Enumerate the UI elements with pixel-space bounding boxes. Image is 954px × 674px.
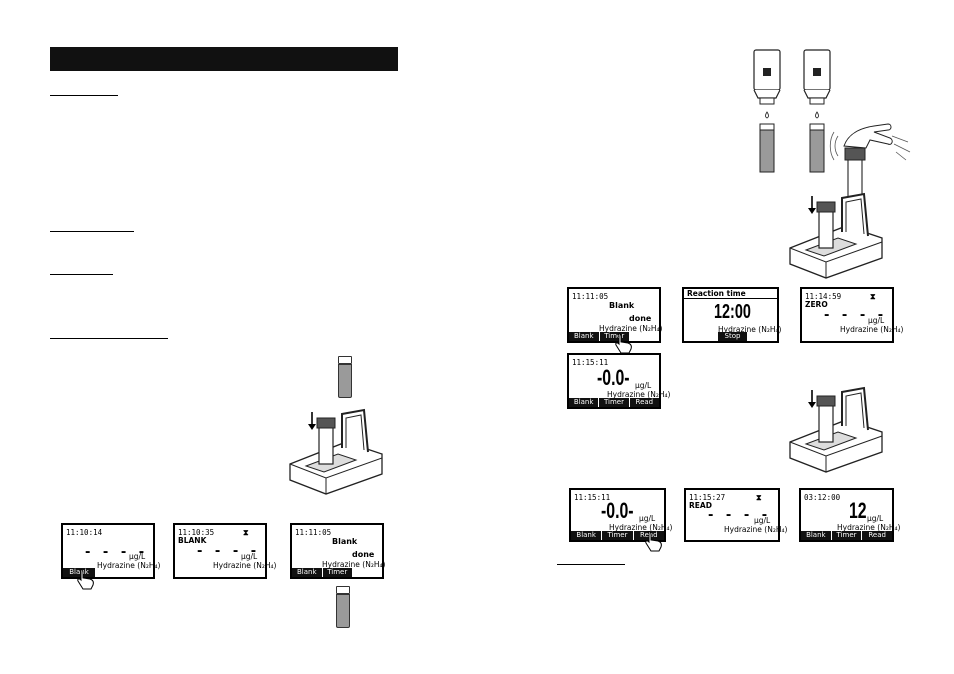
heading-underline-3 — [50, 274, 113, 275]
lcd-status: ZERO — [805, 300, 828, 309]
softkey-blank[interactable]: Blank — [571, 531, 603, 540]
lcd-timer-value: 12:00 — [714, 301, 751, 323]
lcd-softkey-bar: Blank Timer — [569, 332, 629, 341]
lcd-screen-2: 11:10:35 ⧗ BLANK - - - - µg/L Hydrazine … — [173, 523, 276, 579]
lcd-screen-9: 11:15:27 ⧗ READ - - - - µg/L Hydrazine (… — [684, 488, 787, 542]
sample-vial — [336, 586, 350, 628]
lcd-clock: 11:14:59 — [805, 292, 842, 301]
lcd-unit: µg/L — [639, 514, 656, 523]
lcd-reading-dashes: - - - - — [197, 544, 261, 559]
lcd-parameter: Hydrazine (N₂H₄) — [322, 560, 386, 569]
lcd-screen-8: 11:15:11 -0.0- µg/L Hydrazine (N₂H₄) Bla… — [569, 488, 672, 542]
lcd-status: READ — [689, 501, 712, 510]
meter-illustration-right-2 — [789, 386, 883, 473]
lcd-parameter: Hydrazine (N₂H₄) — [837, 523, 901, 532]
hourglass-icon: ⧗ — [870, 292, 876, 301]
lcd-clock: 11:15:11 — [572, 358, 609, 367]
lcd-clock: 11:15:11 — [574, 493, 611, 502]
lcd-clock: 11:11:05 — [572, 292, 609, 301]
lcd-screen-3: 11:11:05 Blank done Hydrazine (N₂H₄) Bla… — [290, 523, 386, 579]
lcd-screen-4: 11:11:05 Blank done Hydrazine (N₂H₄) Bla… — [567, 287, 663, 343]
pointing-hand-icon — [645, 531, 662, 552]
softkey-blank[interactable]: Blank — [801, 531, 832, 540]
lcd-softkey-bar: Blank Timer Read — [569, 398, 659, 407]
lcd-done-label: done — [629, 314, 652, 323]
heading-underline-5 — [557, 564, 625, 565]
hourglass-icon: ⧗ — [756, 493, 762, 502]
lcd-unit: µg/L — [868, 316, 885, 325]
lcd-parameter: Hydrazine (N₂H₄) — [724, 525, 788, 534]
lcd-parameter: Hydrazine (N₂H₄) — [609, 523, 673, 532]
softkey-timer[interactable]: Timer — [327, 568, 348, 576]
hand-capping-vial-illustration — [829, 123, 911, 199]
lcd-softkey-bar: Blank Timer — [292, 568, 352, 577]
softkey-stop[interactable]: Stop — [724, 332, 741, 340]
heading-underline-1 — [50, 95, 118, 96]
lcd-clock: 11:11:05 — [295, 528, 332, 537]
section-header-bar — [50, 47, 398, 71]
softkey-timer[interactable]: Timer — [599, 398, 630, 407]
pointing-hand-icon — [77, 569, 94, 590]
lcd-unit: µg/L — [129, 552, 146, 561]
lcd-unit: µg/L — [754, 516, 771, 525]
softkey-timer[interactable]: Timer — [604, 332, 625, 340]
lcd-reading-dashes: - - - - — [85, 545, 149, 560]
pointing-hand-icon — [615, 333, 632, 354]
lcd-screen-5: Reaction time 12:00 Hydrazine (N₂H₄) Sto… — [682, 287, 782, 343]
lcd-softkey-bar: Blank Timer Read — [801, 531, 892, 540]
lcd-parameter: Hydrazine (N₂H₄) — [97, 561, 161, 570]
softkey-timer[interactable]: Timer — [832, 531, 863, 540]
softkey-timer[interactable]: Timer — [602, 531, 634, 540]
softkey-read[interactable]: Read — [635, 398, 654, 406]
meter-illustration-right-1 — [789, 192, 883, 279]
lcd-clock: 11:15:27 — [689, 493, 726, 502]
lcd-parameter: Hydrazine (N₂H₄) — [718, 325, 782, 334]
sample-vial — [338, 356, 352, 398]
lcd-title: Reaction time — [684, 289, 777, 299]
lcd-unit: µg/L — [867, 514, 884, 523]
lcd-unit: µg/L — [635, 381, 652, 390]
reagent-bottle-illustration-2 — [803, 49, 831, 173]
lcd-clock: 11:10:35 — [178, 528, 215, 537]
lcd-blank-label: Blank — [609, 301, 635, 310]
reagent-bottle-illustration-1 — [753, 49, 781, 173]
lcd-screen-1: 11:10:14 - - - - µg/L Hydrazine (N₂H₄) B… — [61, 523, 160, 579]
lcd-done-label: done — [352, 550, 375, 559]
lcd-reading-dashes: - - - - — [824, 308, 888, 323]
lcd-status: BLANK — [178, 536, 207, 545]
meter-illustration-left — [289, 408, 383, 495]
hourglass-icon: ⧗ — [243, 528, 249, 537]
lcd-result-value: 12 — [849, 498, 867, 523]
softkey-read[interactable]: Read — [868, 531, 886, 539]
lcd-parameter: Hydrazine (N₂H₄) — [607, 390, 671, 399]
lcd-screen-7: 11:15:11 -0.0- µg/L Hydrazine (N₂H₄) Bla… — [567, 353, 670, 409]
lcd-reading-value: -0.0- — [597, 365, 630, 390]
lcd-screen-6: 11:14:59 ⧗ ZERO - - - - µg/L Hydrazine (… — [800, 287, 903, 343]
lcd-clock: 03:12:00 — [804, 493, 841, 502]
lcd-softkey-bar: Blank — [63, 568, 95, 577]
heading-underline-4 — [50, 338, 168, 339]
lcd-reading-value: -0.0- — [601, 498, 634, 523]
softkey-blank[interactable]: Blank — [292, 568, 323, 577]
lcd-reading-dashes: - - - - — [708, 508, 772, 523]
lcd-screen-10: 03:12:00 12 µg/L Hydrazine (N₂H₄) Blank … — [799, 488, 900, 542]
lcd-parameter: Hydrazine (N₂H₄) — [599, 324, 663, 333]
lcd-parameter: Hydrazine (N₂H₄) — [213, 561, 277, 570]
softkey-blank[interactable]: Blank — [569, 332, 600, 341]
lcd-softkey-bar: Stop — [718, 332, 747, 341]
lcd-clock: 11:10:14 — [66, 528, 103, 537]
softkey-blank[interactable]: Blank — [69, 568, 89, 576]
heading-underline-2 — [50, 231, 134, 232]
softkey-blank[interactable]: Blank — [569, 398, 600, 407]
lcd-parameter: Hydrazine (N₂H₄) — [840, 325, 904, 334]
lcd-unit: µg/L — [241, 552, 258, 561]
lcd-blank-label: Blank — [332, 537, 358, 546]
